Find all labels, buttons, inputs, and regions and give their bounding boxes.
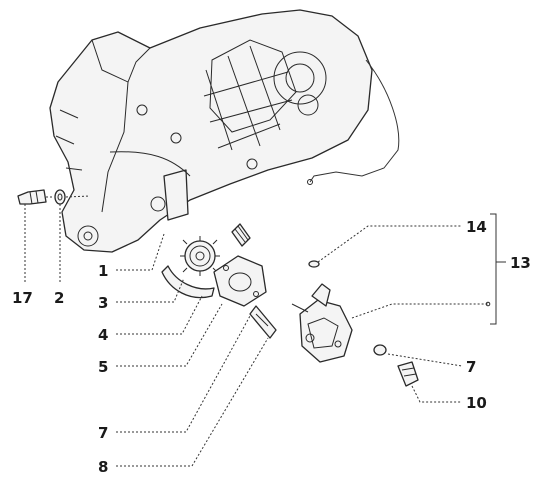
- part-label-5: 5: [98, 358, 108, 376]
- part-label-13: 13: [510, 254, 531, 272]
- crankcase: [49, 9, 373, 253]
- washer-2: [54, 189, 66, 205]
- part-label-2: 2: [54, 289, 64, 307]
- part-label-7-right: 7: [466, 358, 476, 376]
- gasket-5: [213, 255, 267, 307]
- pipe-14: [308, 260, 320, 268]
- washer-7: [373, 344, 387, 356]
- bolt-8: [249, 305, 277, 339]
- screw-plug-17: [17, 189, 47, 205]
- part-label-4: 4: [98, 326, 108, 344]
- cable-terminal: [307, 179, 313, 185]
- part-label-17: 17: [12, 289, 33, 307]
- shaft: [231, 223, 251, 247]
- part-label-7-left: 7: [98, 424, 108, 442]
- part-label-10: 10: [466, 394, 487, 412]
- screw-10: [397, 361, 419, 387]
- pump-cover: [161, 265, 215, 299]
- leader-lines: [24, 204, 488, 467]
- cable-wire: [309, 59, 400, 183]
- part-label-14: 14: [466, 218, 487, 236]
- bracket-13: [485, 213, 506, 325]
- part-label-3: 3: [98, 294, 108, 312]
- part-label-1: 1: [98, 262, 108, 280]
- drive-gear-3: [180, 236, 220, 276]
- oil-pump: [291, 283, 353, 363]
- part-label-8: 8: [98, 458, 108, 476]
